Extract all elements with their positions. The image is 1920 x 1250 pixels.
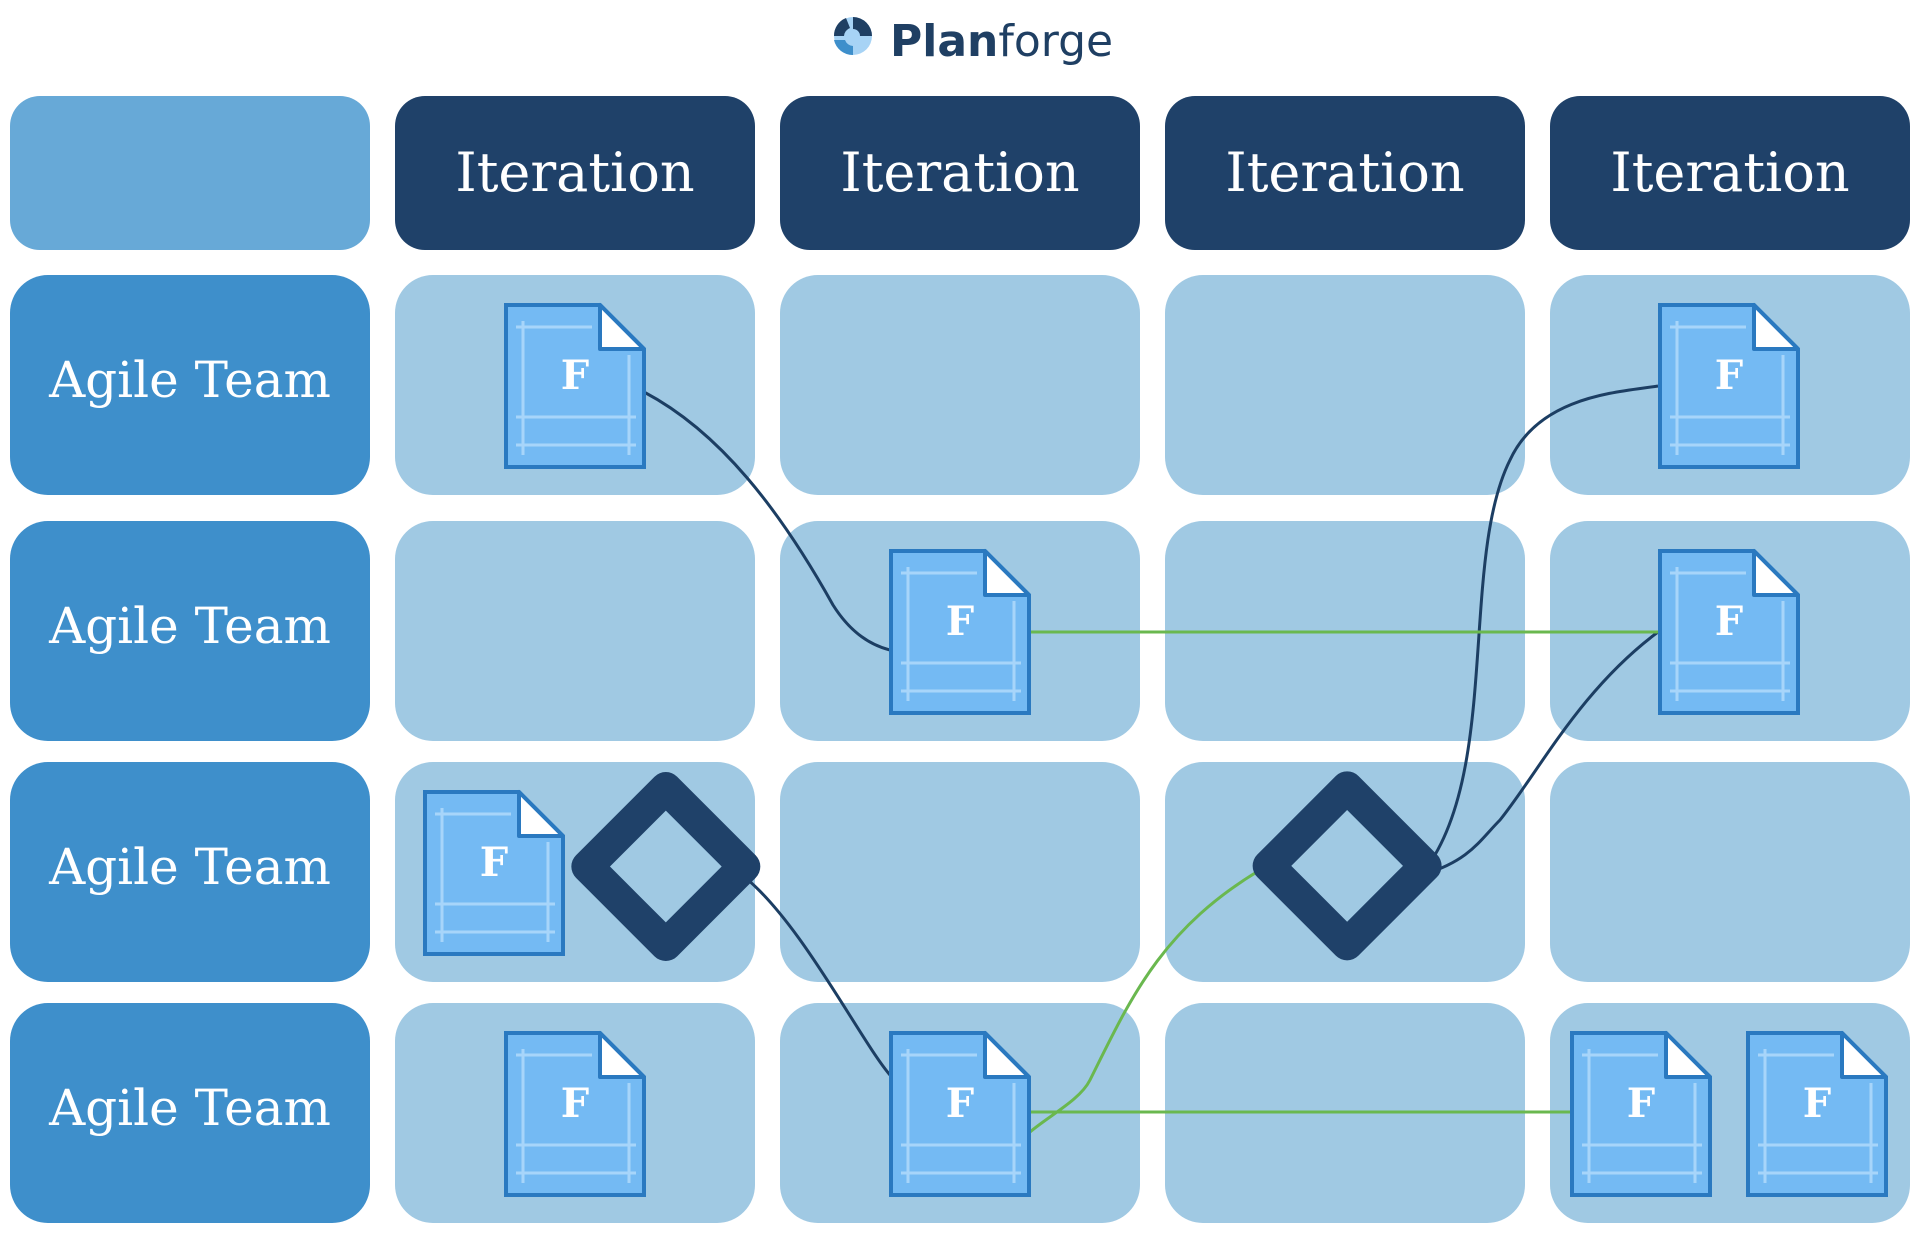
grid-cell: [395, 521, 755, 741]
column-header-4: Iteration: [1550, 96, 1910, 250]
dependency-line: [741, 873, 892, 1076]
feature-label: F: [946, 1080, 974, 1127]
column-header-label: Iteration: [1225, 141, 1464, 204]
feature-label: F: [561, 1080, 589, 1127]
grid-cell: [780, 275, 1140, 495]
feature-doc-icon: F: [889, 1031, 1031, 1197]
planforge-logo-icon: [833, 17, 872, 56]
feature-label: F: [1803, 1080, 1831, 1127]
milestone-diamond-icon: [571, 772, 761, 962]
grid-cell: [1165, 762, 1525, 982]
milestone-diamond-icon: [1252, 771, 1442, 961]
feature-label: F: [1627, 1080, 1655, 1127]
row-label-3: Agile Team: [10, 762, 370, 982]
feature-label: F: [1715, 598, 1743, 645]
grid-cell: [780, 762, 1140, 982]
dependency-line: [643, 390, 891, 652]
feature-doc-icon: F: [504, 1031, 646, 1197]
dependency-line: [1423, 384, 1659, 871]
feature-doc-icon: F: [504, 303, 646, 469]
grid-cell: [1550, 762, 1910, 982]
feature-label: F: [561, 352, 589, 399]
row-label-4: Agile Team: [10, 1003, 370, 1223]
grid-cell: [1165, 275, 1525, 495]
column-header-2: Iteration: [780, 96, 1140, 250]
column-header-1: Iteration: [395, 96, 755, 250]
feature-doc-icon: F: [423, 790, 565, 956]
feature-doc-icon: F: [1658, 549, 1800, 715]
feature-label: F: [946, 598, 974, 645]
row-label-2: Agile Team: [10, 521, 370, 741]
column-header-label: Iteration: [1610, 141, 1849, 204]
brand-name: Planforge: [890, 16, 1113, 67]
brand-logo: Planforge: [833, 16, 1113, 67]
column-header-3: Iteration: [1165, 96, 1525, 250]
relation-line: [1029, 868, 1261, 1134]
column-header-label: Iteration: [840, 141, 1079, 204]
row-label-text: Agile Team: [48, 351, 331, 409]
feature-doc-icon: F: [1658, 303, 1800, 469]
row-label-1: Agile Team: [10, 275, 370, 495]
brand-name-bold: Plan: [890, 16, 998, 67]
feature-label: F: [1715, 352, 1743, 399]
row-label-text: Agile Team: [48, 838, 331, 896]
row-label-text: Agile Team: [48, 1079, 331, 1137]
connection-lines: [643, 384, 1659, 1134]
row-label-text: Agile Team: [48, 597, 331, 655]
brand-name-light: forge: [998, 16, 1113, 67]
header-corner-cell: [10, 96, 370, 250]
feature-doc-icon: F: [1746, 1031, 1888, 1197]
feature-doc-icon: F: [889, 549, 1031, 715]
dependency-line: [1424, 630, 1659, 876]
feature-label: F: [480, 839, 508, 886]
column-header-label: Iteration: [455, 141, 694, 204]
feature-doc-icon: F: [1570, 1031, 1712, 1197]
